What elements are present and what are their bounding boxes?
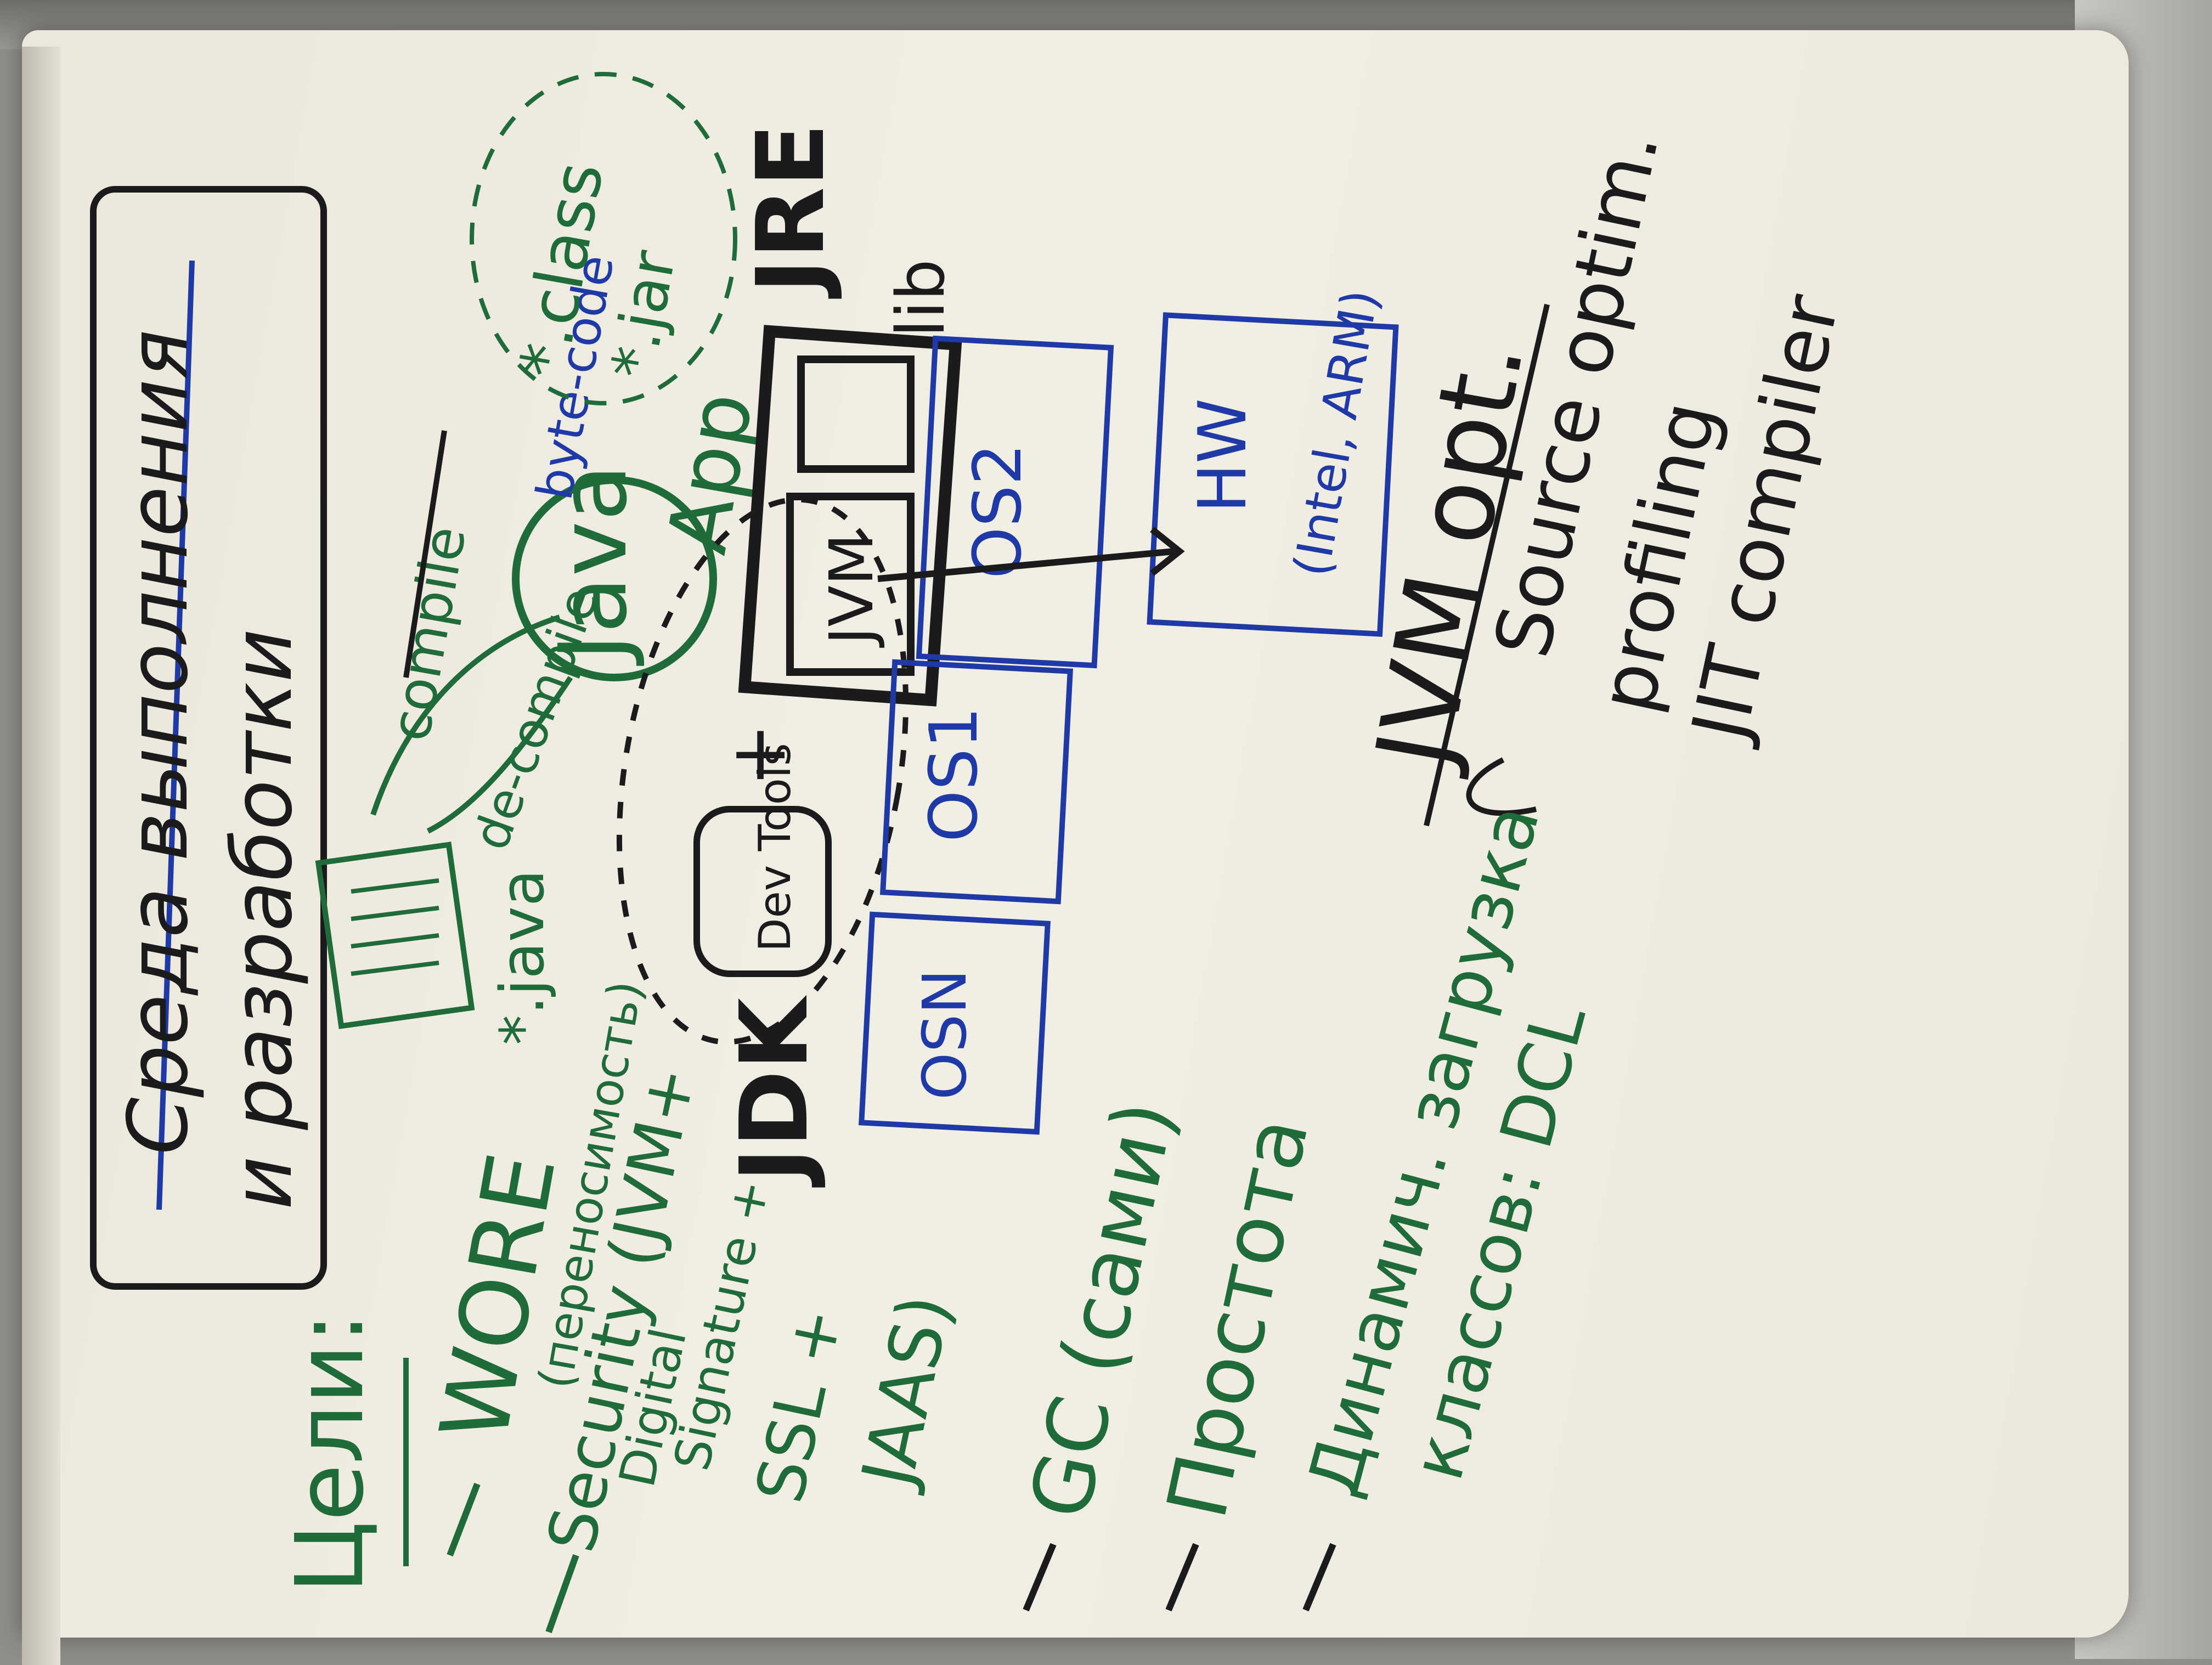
java-file-icon bbox=[315, 842, 475, 1029]
bullet-dash bbox=[545, 1554, 579, 1634]
os2-label: OS2 bbox=[960, 443, 1036, 579]
lib-box bbox=[797, 355, 915, 473]
lib-label: lib bbox=[883, 259, 960, 337]
hw-box bbox=[1147, 312, 1399, 637]
compile-label: compile bbox=[377, 522, 478, 746]
plus-sign: + bbox=[714, 723, 803, 787]
title-line1: Среда выполнения bbox=[111, 330, 206, 1155]
jvm-box bbox=[786, 493, 915, 676]
bullet-dash bbox=[447, 1482, 481, 1557]
bullet-dash bbox=[1302, 1543, 1336, 1612]
bullet-dash bbox=[1165, 1543, 1199, 1612]
jdk-dashed-bubble bbox=[616, 496, 909, 1045]
class-jar-bubble bbox=[470, 72, 737, 405]
jvm-to-hw-arrow bbox=[877, 548, 1175, 582]
goals-title: Цели: bbox=[276, 1312, 385, 1594]
dev-tools-label: Dev Tools bbox=[749, 743, 800, 952]
java-label: Java bbox=[539, 464, 648, 666]
bullet-dash bbox=[1023, 1543, 1057, 1612]
title-underline bbox=[156, 260, 195, 1210]
compile-arrow bbox=[370, 614, 561, 816]
title-box bbox=[90, 186, 327, 1290]
hw-detail: (Intel, ARM) bbox=[1283, 285, 1390, 581]
jvm-label: JVM bbox=[816, 533, 887, 648]
flipchart-sheet: Среда выполнения и разработки *.java com… bbox=[22, 30, 2129, 1665]
jre-label: JRE bbox=[737, 123, 845, 299]
osn-box bbox=[859, 911, 1051, 1135]
title-line2: и разработки bbox=[215, 629, 311, 1210]
jvm-opt-divider bbox=[1424, 303, 1550, 827]
java-cup-icon bbox=[512, 476, 717, 681]
os1-label: OS1 bbox=[916, 707, 992, 842]
goal-jaas: JAAS) bbox=[845, 1288, 967, 1497]
drawing-layer: Среда выполнения и разработки *.java com… bbox=[90, 72, 1857, 1634]
jre-box bbox=[738, 325, 962, 707]
decompile-arrow bbox=[426, 676, 573, 834]
os2-box bbox=[916, 335, 1114, 669]
java-file-label: *.java bbox=[487, 870, 557, 1045]
hw-label: HW bbox=[1185, 398, 1261, 513]
opt-cycle-arrow bbox=[1466, 757, 1537, 816]
os1-box bbox=[879, 659, 1074, 905]
goal-ssl: SSL + bbox=[742, 1301, 857, 1509]
sheet-binding-edge bbox=[22, 47, 60, 1665]
osn-label: OSN bbox=[910, 969, 980, 1100]
dev-tools-box bbox=[693, 806, 832, 977]
